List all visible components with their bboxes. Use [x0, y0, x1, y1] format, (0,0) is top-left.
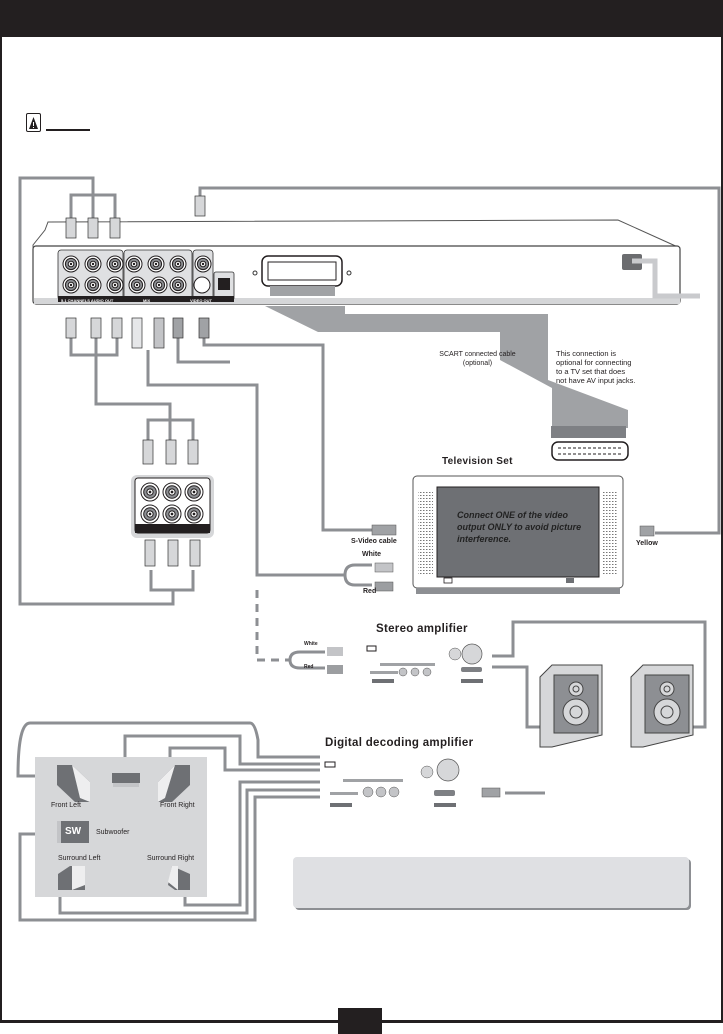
- tv-connectors: [343, 524, 655, 592]
- cable-audio-top: [69, 193, 117, 220]
- power-cord: [622, 254, 700, 299]
- television-title: Television Set: [442, 456, 513, 467]
- tv-screen-message: Connect ONE of the video output ONLY to …: [457, 510, 582, 544]
- tv-red-label: Red: [363, 588, 377, 595]
- cable-front-left: [16, 721, 320, 778]
- cable-mix-stereo: [146, 350, 345, 577]
- tv-white-label: White: [362, 551, 382, 558]
- rca-jack: [128, 276, 146, 294]
- speaker-surround-right-label: Surround Right: [147, 855, 195, 862]
- label-optical: OPTICAL: [214, 298, 232, 303]
- speaker-subwoofer-label: Subwoofer: [96, 829, 130, 836]
- stereo-amplifier-title: Stereo amplifier: [376, 623, 468, 635]
- scart-note: This connection is optional for connecti…: [556, 349, 636, 385]
- dvd-jacks: [62, 255, 230, 294]
- digital-amplifier-title: Digital decoding amplifier: [325, 737, 474, 749]
- caution-heading-underline: [46, 129, 90, 131]
- rca-jack: [62, 255, 80, 273]
- rca-plugs: [65, 195, 210, 567]
- svideo-cable-label: S-Video cable: [351, 538, 397, 545]
- cable-front-right: [168, 746, 320, 772]
- svideo-jack: [193, 276, 211, 294]
- surround-room: [35, 757, 207, 897]
- speaker-left: [539, 664, 603, 748]
- adapter-jack: [184, 482, 204, 502]
- cable-audio-bottom: [69, 338, 119, 357]
- adapter-jack: [184, 504, 204, 524]
- warning-icon: [26, 113, 41, 132]
- label-audio-out: 5.1 CHANNELS AUDIO OUT: [61, 298, 114, 303]
- cable-center: [123, 734, 320, 766]
- label-video-out: VIDEO OUT: [190, 298, 213, 303]
- tv-yellow-label: Yellow: [636, 540, 658, 547]
- rca-jack: [169, 255, 187, 273]
- rca-jack: [150, 276, 168, 294]
- caution-heading: [26, 113, 90, 132]
- speaker-front-left-label: Front Left: [51, 802, 81, 809]
- adapter-jack: [162, 482, 182, 502]
- subwoofer-badge: SW: [65, 826, 82, 837]
- cable-adapter-top: [146, 418, 195, 440]
- page-number-tab: [338, 1008, 382, 1034]
- frame-left-border: [0, 37, 2, 1022]
- cable-coaxial-arrow: [176, 336, 230, 364]
- scart-cable-label: SCART connected cable (optional): [439, 351, 516, 367]
- cable-surround-right: [183, 780, 320, 907]
- scart-cable: [265, 306, 628, 428]
- adapter-jack: [140, 504, 160, 524]
- rca-jack: [84, 255, 102, 273]
- cable-speaker-right: [492, 620, 707, 729]
- rca-jack: [125, 255, 143, 273]
- speaker-surround-left-label: Surround Left: [58, 855, 101, 862]
- rca-jack: [147, 255, 165, 273]
- adapter-jack: [162, 504, 182, 524]
- scart-plug: [551, 426, 629, 461]
- speaker-front-right-label: Front Right: [160, 802, 195, 809]
- scart-port: [252, 255, 352, 296]
- rca-jack: [106, 276, 124, 294]
- television-set: [412, 475, 624, 594]
- rca-jack: [84, 276, 102, 294]
- stereo-white-label: White: [304, 641, 318, 647]
- cable-svideo: [202, 338, 372, 532]
- cable-speaker-left: [492, 665, 540, 729]
- cable-subwoofer: [18, 795, 320, 922]
- stereo-amplifier: [288, 643, 483, 683]
- frame-right-border: [721, 37, 723, 1022]
- stereo-speakers: [539, 664, 694, 748]
- label-mix: MIX: [143, 298, 151, 303]
- rca-jack: [169, 276, 187, 294]
- cable-audio-front-loop: [18, 176, 175, 606]
- cable-adapter-bottom: [149, 570, 195, 592]
- stereo-red-label: Red: [304, 664, 314, 670]
- speaker-right: [630, 664, 694, 748]
- rca-jack: [62, 276, 80, 294]
- cable-audio-down: [94, 338, 172, 440]
- rca-jack: [194, 255, 212, 273]
- rca-jack: [106, 255, 124, 273]
- header-bar: [0, 0, 723, 37]
- adapter-jack: [140, 482, 160, 502]
- optical-jack: [218, 278, 230, 290]
- digital-decoding-amplifier: [324, 758, 501, 807]
- note-box: [293, 857, 689, 908]
- cable-surround-left: [58, 788, 320, 915]
